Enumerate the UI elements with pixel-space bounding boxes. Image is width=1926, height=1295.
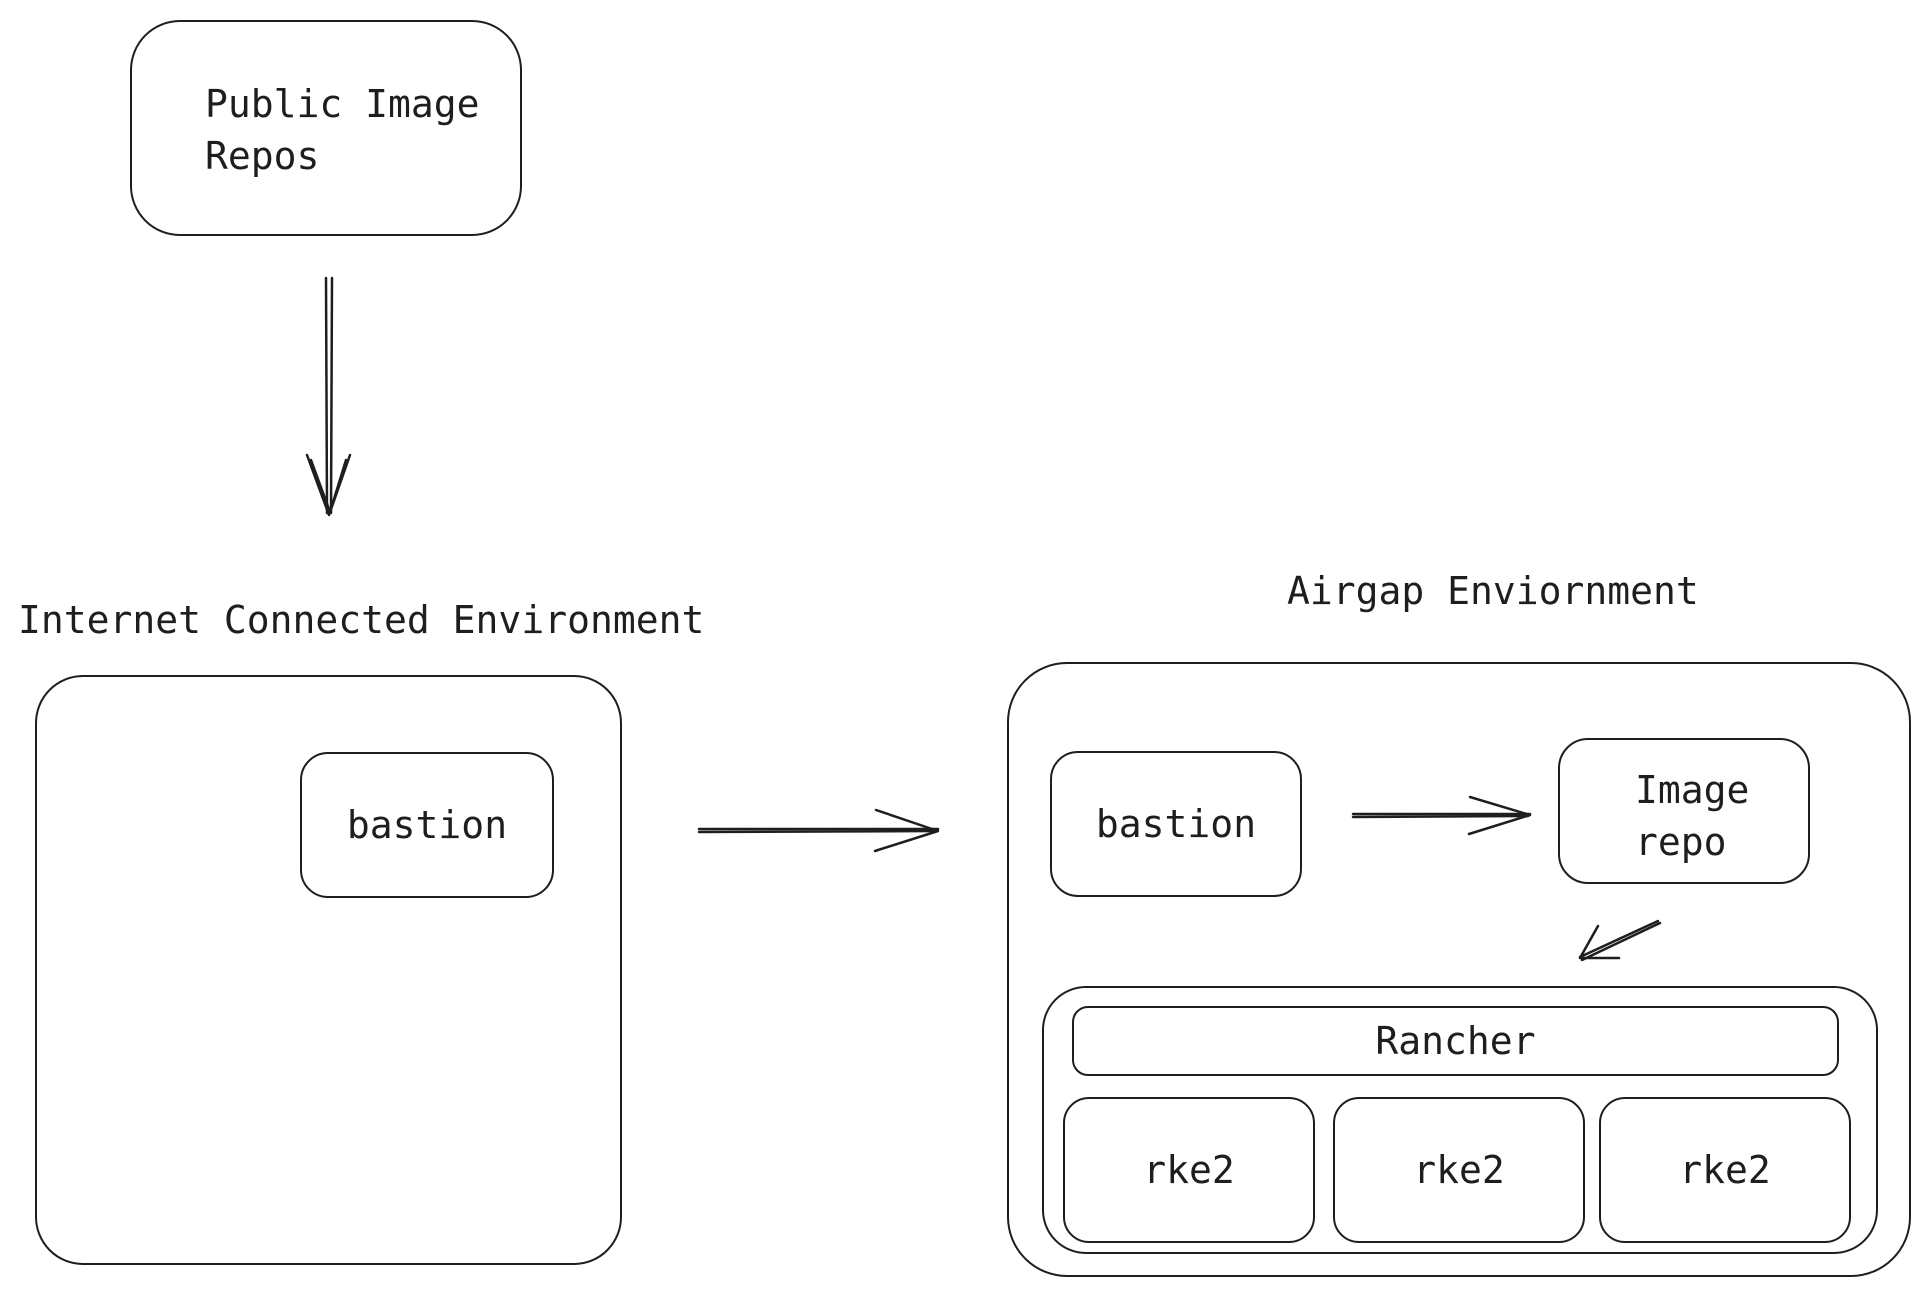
internet-env-container (35, 675, 622, 1265)
airgap-bastion-box (1050, 751, 1302, 897)
public-image-repos-line1: Public Image (205, 82, 480, 126)
rancher-bar (1072, 1006, 1839, 1076)
arrow-repo-to-rancher (1578, 919, 1662, 962)
image-repo-line1: Image (1635, 768, 1750, 812)
rke2-node-label: rke2 (1679, 1148, 1771, 1192)
image-repo-line2: repo (1635, 820, 1727, 864)
arrow-public-to-internet (305, 276, 352, 517)
rke2-node-label: rke2 (1413, 1148, 1505, 1192)
airgap-bastion-label: bastion (1095, 802, 1257, 846)
rancher-label: Rancher (1375, 1019, 1536, 1063)
rke2-node-box (1599, 1097, 1851, 1243)
public-image-repos-box (130, 20, 522, 236)
public-image-repos-line2: Repos (205, 134, 320, 178)
arrow-internet-to-airgap (697, 808, 940, 853)
image-repo-box (1558, 738, 1810, 884)
airgap-env-container (1007, 662, 1911, 1277)
internet-env-title: Internet Connected Environment (18, 598, 705, 642)
rke2-node-box (1333, 1097, 1585, 1243)
arrow-bastion-to-repo (1351, 795, 1532, 836)
rancher-cluster-container (1042, 986, 1878, 1254)
internet-bastion-box (300, 752, 554, 898)
internet-bastion-label: bastion (346, 803, 508, 847)
rke2-node-box (1063, 1097, 1315, 1243)
airgap-env-title: Airgap Enviornment (1287, 569, 1699, 613)
rke2-node-label: rke2 (1143, 1148, 1235, 1192)
